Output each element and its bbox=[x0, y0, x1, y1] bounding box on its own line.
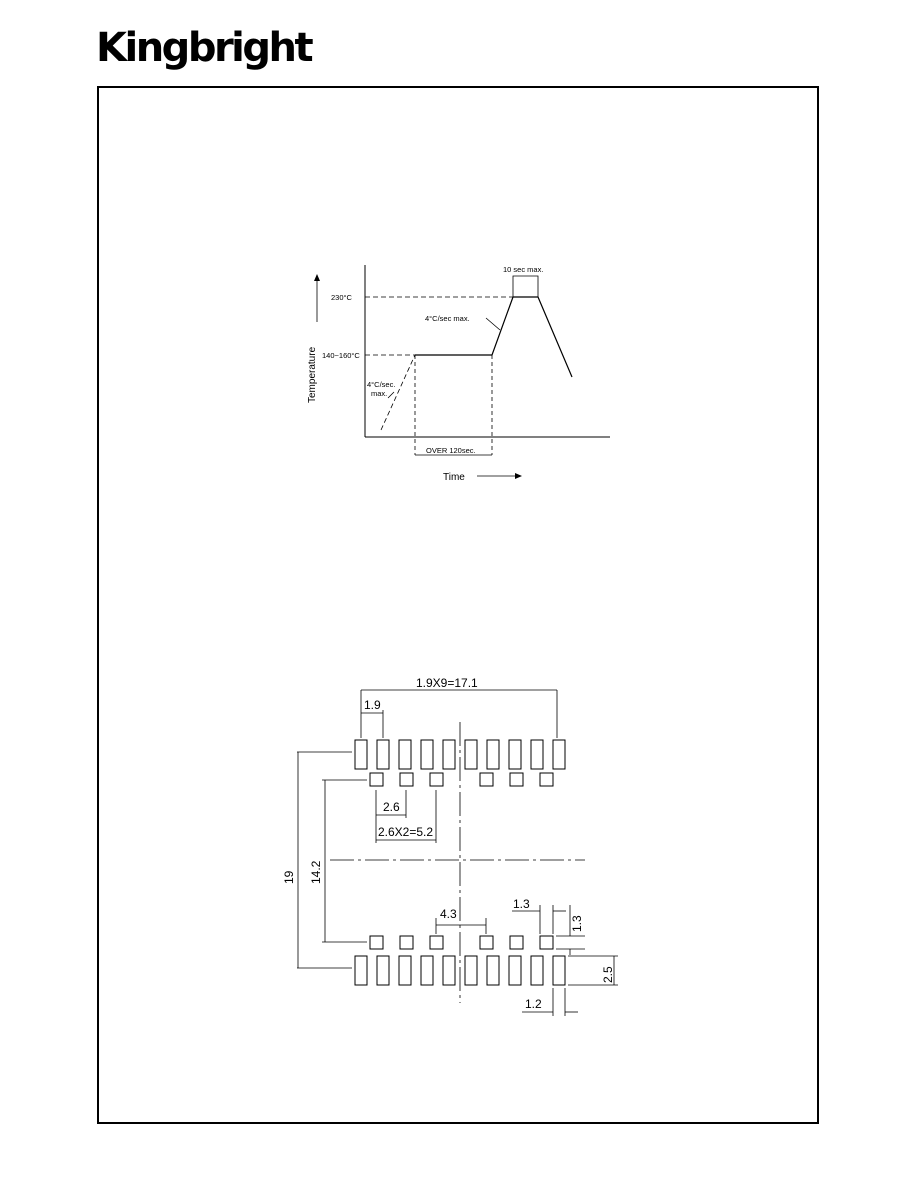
pad bbox=[398, 955, 412, 986]
ramp-up-label: 4°C/sec max. bbox=[425, 314, 470, 323]
peak-temp-label: 230°C bbox=[331, 293, 353, 302]
pad bbox=[376, 955, 390, 986]
dim-pitch-total bbox=[360, 689, 558, 738]
large-pad-height-label: 2.5 bbox=[601, 966, 615, 983]
profile-curve bbox=[415, 296, 573, 378]
pad bbox=[552, 955, 566, 986]
time-arrow-head bbox=[515, 473, 522, 479]
pad bbox=[464, 955, 478, 986]
pad bbox=[369, 772, 384, 787]
preheat-ramp-dashed bbox=[380, 354, 416, 431]
pad bbox=[442, 955, 456, 986]
top-small-pads bbox=[369, 772, 554, 787]
time-axis-label: Time bbox=[443, 472, 465, 483]
dim-small-pitch bbox=[375, 790, 407, 843]
pad bbox=[539, 935, 554, 950]
bottom-large-pads bbox=[354, 955, 566, 986]
temperature-axis-label: Temperature bbox=[307, 346, 318, 403]
pad bbox=[420, 739, 434, 770]
dim-large-pad-width bbox=[522, 988, 578, 1016]
inner-height-label: 14.2 bbox=[309, 860, 323, 884]
dim-pitch bbox=[361, 710, 384, 738]
peak-time-label: 10 sec max. bbox=[503, 265, 543, 274]
peak-time-bracket bbox=[512, 275, 539, 297]
pad bbox=[486, 955, 500, 986]
pad bbox=[376, 739, 390, 770]
pad bbox=[464, 739, 478, 770]
pad bbox=[420, 955, 434, 986]
small-pad-height-label: 1.3 bbox=[570, 915, 584, 932]
pad bbox=[479, 772, 494, 787]
dim-overall-height bbox=[297, 751, 352, 969]
land-pattern-labels: 1.9X9=17.1 1.9 2.6 2.6X2=5.2 4.3 1.3 1.2… bbox=[282, 676, 615, 1011]
bottom-small-pads bbox=[369, 935, 554, 950]
top-large-pads bbox=[354, 739, 566, 770]
pad bbox=[442, 739, 456, 770]
pad bbox=[508, 739, 522, 770]
dim-large-pad-height bbox=[568, 955, 618, 986]
dim-gap bbox=[435, 918, 487, 934]
preheat-ramp-label-line2: max. bbox=[371, 389, 387, 398]
temperature-arrow-head bbox=[314, 274, 320, 281]
pad bbox=[429, 772, 444, 787]
dim-small-pad-height bbox=[556, 905, 585, 955]
overall-height-label: 19 bbox=[282, 870, 296, 884]
dim-inner-height bbox=[322, 779, 367, 943]
pad bbox=[429, 935, 444, 950]
pad bbox=[486, 739, 500, 770]
dim-small-pitch-total bbox=[376, 790, 437, 843]
pad bbox=[354, 955, 368, 986]
land-pattern bbox=[297, 689, 618, 1016]
gap-label: 4.3 bbox=[440, 907, 457, 921]
kingbright-logo: Kingbright bbox=[96, 25, 314, 71]
pitch-total-label: 1.9X9=17.1 bbox=[416, 676, 478, 690]
small-pitch-total-label: 2.6X2=5.2 bbox=[378, 825, 433, 839]
pad bbox=[509, 772, 524, 787]
preheat-ramp-leader bbox=[387, 391, 395, 399]
small-pitch-label: 2.6 bbox=[383, 800, 400, 814]
pad bbox=[369, 935, 384, 950]
pad bbox=[399, 772, 414, 787]
pad bbox=[530, 739, 544, 770]
page-frame bbox=[97, 86, 819, 1124]
pad bbox=[508, 955, 522, 986]
ramp-up-leader bbox=[485, 317, 501, 331]
preheat-temp-label: 140~160°C bbox=[322, 351, 360, 360]
preheat-ramp-label-line1: 4°C/sec. bbox=[367, 380, 395, 389]
small-pad-width-label: 1.3 bbox=[513, 897, 530, 911]
pad bbox=[354, 739, 368, 770]
pad bbox=[552, 739, 566, 770]
pad bbox=[399, 935, 414, 950]
dim-small-pad-width bbox=[512, 905, 566, 934]
pad bbox=[479, 935, 494, 950]
pitch-label: 1.9 bbox=[364, 698, 381, 712]
preheat-duration-label: OVER 120sec. bbox=[426, 446, 476, 455]
pad bbox=[530, 955, 544, 986]
soldering-profile bbox=[314, 265, 610, 479]
large-pad-width-label: 1.2 bbox=[525, 997, 542, 1011]
soldering-profile-labels: 230°C 140~160°C 10 sec max. 4°C/sec max.… bbox=[307, 265, 543, 483]
pad bbox=[539, 772, 554, 787]
pad bbox=[509, 935, 524, 950]
pad bbox=[398, 739, 412, 770]
